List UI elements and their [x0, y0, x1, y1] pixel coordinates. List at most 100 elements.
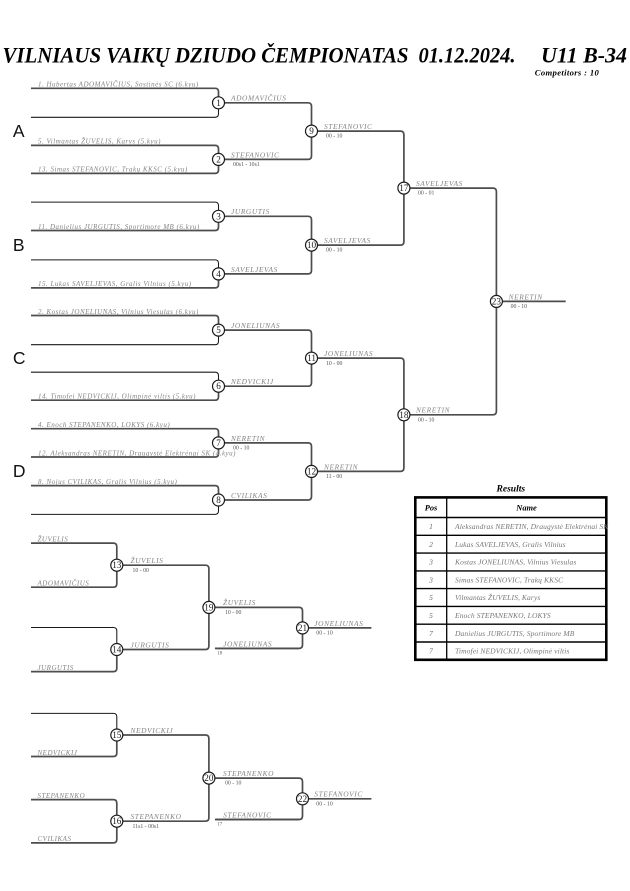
svg-text:Enoch STEPANENKO, LOKYS: Enoch STEPANENKO, LOKYS: [454, 611, 551, 620]
svg-text:5: 5: [429, 593, 433, 602]
svg-text:U11 B-34: U11 B-34: [541, 42, 627, 67]
svg-text:STEFANOVIC: STEFANOVIC: [231, 150, 280, 159]
svg-text:2: 2: [429, 540, 433, 549]
svg-text:VILNIAUS VAIKŲ DZIUDO ČEMPIONA: VILNIAUS VAIKŲ DZIUDO ČEMPIONATAS: [3, 42, 409, 67]
svg-text:3: 3: [216, 211, 221, 221]
svg-text:Lukas SAVELJEVAS, Gralis Vilni: Lukas SAVELJEVAS, Gralis Vilnius: [454, 540, 566, 549]
svg-text:9: 9: [309, 126, 314, 136]
svg-text:SAVELJEVAS: SAVELJEVAS: [416, 179, 463, 188]
svg-text:Simas STEFANOVIC, Trakų KKSC: Simas STEFANOVIC, Trakų KKSC: [455, 576, 564, 585]
svg-text:4. Enoch STEPANENKO, LOKYS (6.: 4. Enoch STEPANENKO, LOKYS (6.kyu): [38, 421, 170, 429]
svg-text:11: 11: [307, 353, 316, 363]
svg-text:1. Hubertas ADOMAVIČIUS, Sosti: 1. Hubertas ADOMAVIČIUS, Sostinės SC (6.…: [38, 81, 199, 89]
svg-text:00 - 01: 00 - 01: [418, 191, 435, 197]
svg-text:17: 17: [399, 183, 409, 193]
svg-text:STEFANOVIC: STEFANOVIC: [314, 790, 363, 799]
svg-text:10: 10: [307, 240, 317, 250]
svg-text:STEFANOVIC: STEFANOVIC: [223, 810, 272, 819]
svg-text:Pos: Pos: [425, 503, 438, 512]
svg-text:ŽUVELIS: ŽUVELIS: [223, 597, 256, 607]
svg-text:19: 19: [204, 602, 214, 612]
svg-text:14. Timofei NEDVICKIJ, Olimpin: 14. Timofei NEDVICKIJ, Olimpinė viltis (…: [38, 393, 196, 401]
svg-text:00 - 10: 00 - 10: [316, 801, 333, 807]
svg-text:00 - 10: 00 - 10: [233, 446, 250, 452]
svg-text:22: 22: [298, 794, 308, 804]
svg-text:15: 15: [112, 730, 122, 740]
svg-text:SAVELJEVAS: SAVELJEVAS: [324, 236, 371, 245]
svg-text:10 - 00: 10 - 00: [133, 568, 150, 574]
svg-text:JONELIUNAS: JONELIUNAS: [314, 619, 363, 628]
svg-text:10 - 00: 10 - 00: [225, 610, 242, 616]
svg-text:CVILIKAS: CVILIKAS: [231, 491, 267, 500]
svg-text:Name: Name: [515, 503, 537, 512]
svg-text:13. Simas STEFANOVIC, Trakų KK: 13. Simas STEFANOVIC, Trakų KKSC (5.kyu): [38, 166, 188, 174]
svg-text:1: 1: [216, 98, 221, 108]
svg-text:Danielius JURGUTIS, Sportimore: Danielius JURGUTIS, Sportimore MB: [454, 629, 575, 638]
svg-text:STEPANENKO: STEPANENKO: [223, 769, 274, 778]
svg-text:7: 7: [429, 629, 433, 638]
svg-text:23: 23: [492, 296, 502, 306]
svg-text:7: 7: [216, 438, 221, 448]
svg-text:3: 3: [428, 576, 433, 585]
svg-text:JURGUTIS: JURGUTIS: [231, 207, 270, 216]
svg-text:00 - 10: 00 - 10: [225, 781, 242, 787]
svg-text:10 - 00: 10 - 00: [326, 361, 343, 367]
svg-text:STEPANENKO: STEPANENKO: [38, 792, 86, 800]
svg-text:JURGUTIS: JURGUTIS: [38, 664, 74, 672]
svg-text:Kostas JONELIUNAS, Vilnius Vie: Kostas JONELIUNAS, Vilnius Viesulas: [454, 558, 576, 567]
svg-text:JONELIUNAS: JONELIUNAS: [324, 349, 373, 358]
svg-text:8: 8: [216, 495, 221, 505]
svg-text:12: 12: [307, 466, 317, 476]
svg-text:ŽUVELIS: ŽUVELIS: [131, 555, 164, 565]
svg-text:Results: Results: [496, 485, 526, 495]
svg-text:00 - 10: 00 - 10: [316, 631, 333, 637]
svg-text:14: 14: [112, 645, 122, 655]
svg-text:JONELIUNAS: JONELIUNAS: [223, 639, 272, 648]
svg-text:15. Lukas SAVELJEVAS, Gralis V: 15. Lukas SAVELJEVAS, Gralis Vilnius (5.…: [38, 280, 192, 288]
svg-text:NEDVICKIJ: NEDVICKIJ: [37, 749, 78, 757]
svg-text:21: 21: [298, 623, 308, 633]
svg-text:C: C: [13, 348, 26, 368]
svg-text:Competitors : 10: Competitors : 10: [535, 68, 600, 78]
svg-text:12. Aleksandras NERETIN, Draug: 12. Aleksandras NERETIN, Draugystė Elekt…: [38, 449, 236, 457]
svg-text:CVILIKAS: CVILIKAS: [38, 835, 72, 843]
svg-text:B: B: [13, 235, 25, 255]
svg-text:JURGUTIS: JURGUTIS: [131, 640, 170, 649]
svg-text:00 - 10: 00 - 10: [326, 134, 343, 140]
svg-text:1: 1: [429, 522, 433, 531]
svg-text:01.12.2024.: 01.12.2024.: [419, 42, 516, 67]
svg-text:3: 3: [428, 558, 433, 567]
svg-text:17: 17: [217, 823, 222, 828]
svg-text:13: 13: [112, 560, 122, 570]
svg-text:00 - 10: 00 - 10: [418, 417, 435, 423]
svg-text:NEDVICKIJ: NEDVICKIJ: [230, 377, 274, 386]
svg-text:Aleksandras NERETIN, Draugystė: Aleksandras NERETIN, Draugystė Elektrėna…: [454, 522, 609, 531]
svg-text:11s1 - 00s1: 11s1 - 00s1: [133, 824, 160, 830]
svg-text:5: 5: [429, 611, 433, 620]
svg-text:D: D: [13, 461, 26, 481]
svg-text:NERETIN: NERETIN: [508, 292, 544, 301]
svg-text:8. Nojus CVILIKAS, Gralis Viln: 8. Nojus CVILIKAS, Gralis Vilnius (5.kyu…: [38, 478, 178, 486]
svg-text:5: 5: [216, 325, 221, 335]
svg-text:4: 4: [216, 269, 221, 279]
svg-text:ŽUVELIS: ŽUVELIS: [38, 535, 69, 543]
svg-text:STEFANOVIC: STEFANOVIC: [324, 122, 373, 131]
svg-text:16: 16: [112, 816, 122, 826]
svg-text:5. Vilmantas ŽUVELIS, Karys (5: 5. Vilmantas ŽUVELIS, Karys (5.kyu): [38, 138, 161, 146]
svg-text:00s1 - 10s1: 00s1 - 10s1: [233, 162, 260, 168]
svg-text:Timofei NEDVICKIJ, Olimpinė vi: Timofei NEDVICKIJ, Olimpinė viltis: [455, 647, 570, 656]
svg-text:NEDVICKIJ: NEDVICKIJ: [130, 726, 174, 735]
svg-text:JONELIUNAS: JONELIUNAS: [231, 321, 280, 330]
svg-text:NERETIN: NERETIN: [323, 462, 359, 471]
svg-text:SAVELJEVAS: SAVELJEVAS: [231, 265, 278, 274]
svg-text:00 - 10: 00 - 10: [511, 304, 528, 310]
svg-text:00 - 10: 00 - 10: [326, 248, 343, 254]
svg-text:ADOMAVIČIUS: ADOMAVIČIUS: [230, 93, 287, 103]
svg-text:18: 18: [217, 652, 222, 657]
svg-text:STEPANENKO: STEPANENKO: [131, 812, 182, 821]
svg-text:18: 18: [399, 410, 409, 420]
svg-text:ADOMAVIČIUS: ADOMAVIČIUS: [37, 580, 90, 588]
svg-text:2. Kostas JONELIUNAS, Vilnius: 2. Kostas JONELIUNAS, Vilnius Viesulas (…: [38, 308, 199, 316]
svg-text:7: 7: [429, 647, 433, 656]
svg-text:11. Danielius JURGUTIS, Sporti: 11. Danielius JURGUTIS, Sportimore MB (6…: [38, 223, 200, 231]
